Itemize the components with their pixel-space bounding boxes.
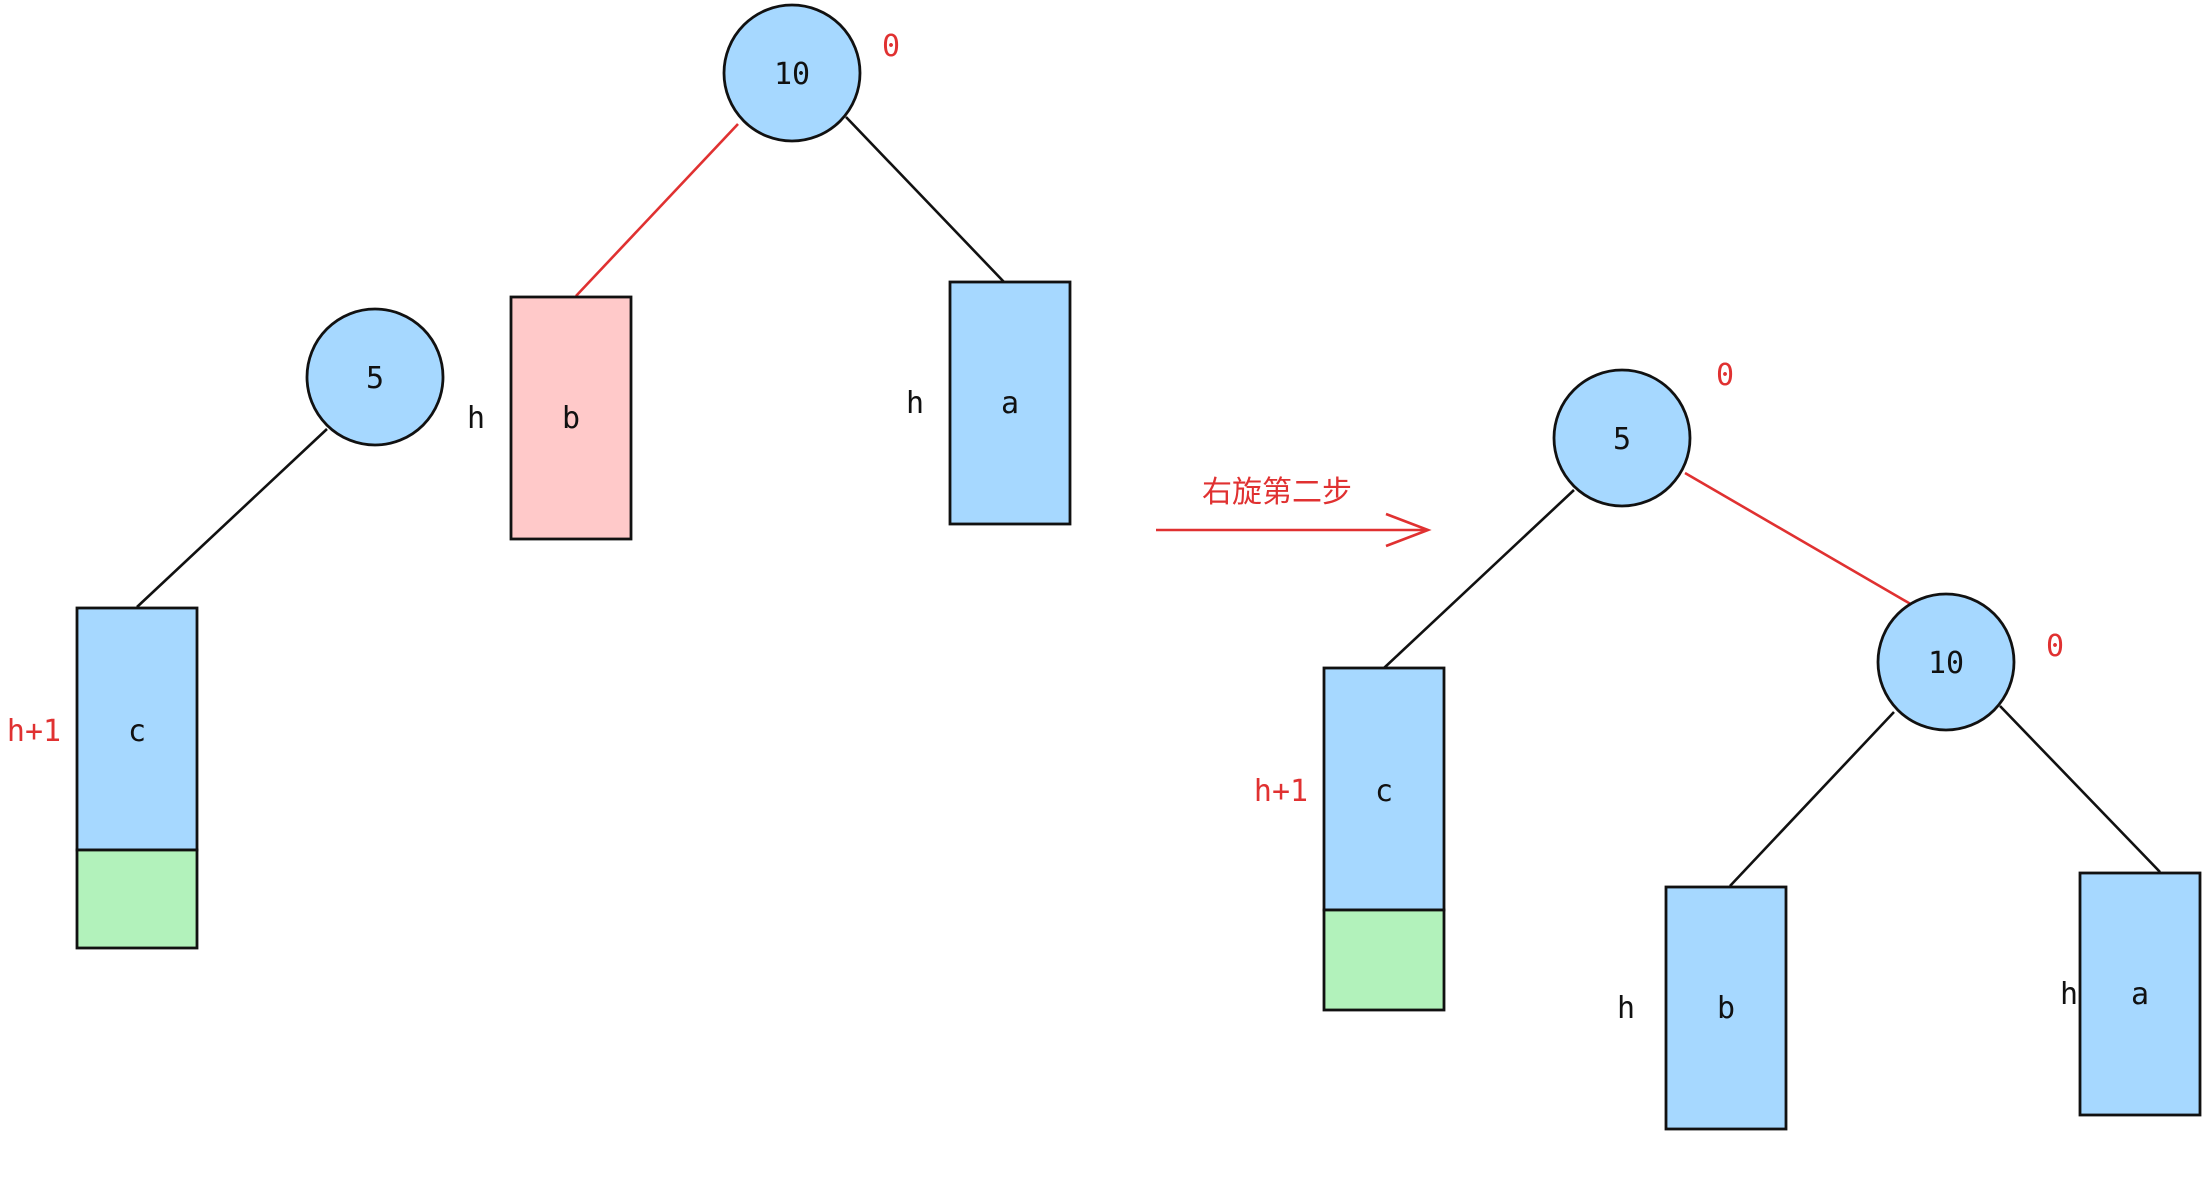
edge-10-to-a — [845, 116, 1005, 283]
left-subtree-a-height: h — [906, 386, 924, 421]
arrow-head — [1385, 512, 1432, 548]
left-subtree-a-rect — [948, 280, 1072, 526]
right-subtree-c-rect — [1322, 666, 1446, 912]
right-subtree-c-extra-level — [1322, 908, 1446, 1012]
right-node-5-balance: 0 — [1716, 358, 1734, 393]
left-node-10: 10 — [722, 3, 862, 143]
right-node-10-label: 10 — [1928, 646, 1964, 681]
right-subtree-a-height: h — [2060, 977, 2078, 1012]
transition-arrow: 右旋第二步 — [1156, 475, 1432, 548]
edge-10-to-a-right — [1999, 705, 2161, 873]
right-tree: 5 0 10 0 c h+1 b h a h — [1254, 358, 2202, 1131]
right-subtree-b-rect — [1664, 885, 1788, 1131]
right-node-5: 5 — [1552, 368, 1692, 508]
left-subtree-c-height: h+1 — [7, 714, 61, 749]
edge-5-to-10 — [1684, 471, 1915, 608]
right-subtree-c-height: h+1 — [1254, 774, 1308, 809]
right-subtree-a-rect — [2078, 871, 2202, 1117]
right-subtree-c: c — [1322, 666, 1446, 1012]
left-node-5-label: 5 — [366, 361, 384, 396]
left-subtree-a: a — [948, 280, 1072, 526]
left-subtree-c-rect — [75, 606, 199, 852]
right-subtree-b-label: b — [1717, 991, 1735, 1026]
edge-5-to-c-right — [1383, 489, 1575, 669]
left-tree: 10 0 5 b h a h c h+1 — [7, 3, 1072, 950]
left-node-5: 5 — [305, 307, 445, 447]
left-node-10-balance: 0 — [882, 29, 900, 64]
right-subtree-b-height: h — [1617, 991, 1635, 1026]
left-subtree-c-label: c — [128, 714, 146, 749]
right-node-10-balance: 0 — [2046, 629, 2064, 664]
left-subtree-c-extra-level — [75, 848, 199, 950]
right-subtree-a-label: a — [2131, 977, 2149, 1012]
left-node-10-label: 10 — [774, 57, 810, 92]
left-subtree-c: c — [75, 606, 199, 950]
left-subtree-b: b — [509, 295, 633, 541]
left-subtree-b-rect — [509, 295, 633, 541]
edge-5-to-c — [136, 428, 328, 608]
right-subtree-a: a — [2078, 871, 2202, 1117]
transition-label: 右旋第二步 — [1202, 475, 1352, 510]
right-node-10: 10 — [1876, 592, 2016, 732]
right-subtree-b: b — [1664, 885, 1788, 1131]
edge-10-to-b-right — [1729, 711, 1895, 887]
right-node-5-label: 5 — [1613, 422, 1631, 457]
edge-10-to-b — [575, 123, 739, 297]
left-subtree-b-label: b — [562, 401, 580, 436]
left-subtree-b-height: h — [467, 401, 485, 436]
right-subtree-c-label: c — [1375, 774, 1393, 809]
left-subtree-a-label: a — [1001, 386, 1019, 421]
